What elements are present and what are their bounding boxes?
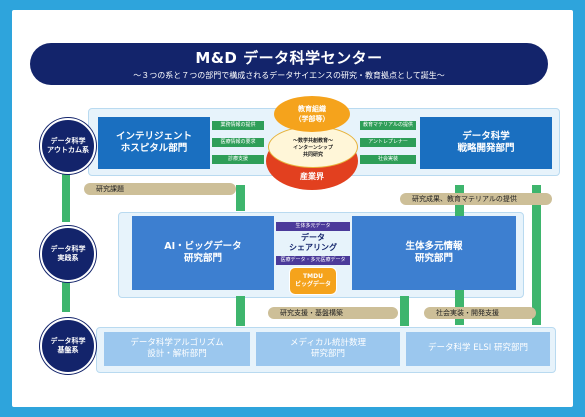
- tmdu-bigdata-cylinder: TMDU ビッグデータ: [289, 267, 337, 295]
- outcome-system-label: データ科学 アウトカム系: [47, 137, 89, 154]
- multiomics-label: 生体多元情報 研究部門: [405, 240, 463, 264]
- medical-stats-label: メディカル統計数理 研究部門: [290, 337, 366, 359]
- algorithm-label: データ科学アルゴリズム 設計・解析部門: [130, 337, 224, 359]
- elsi-label: データ科学 ELSI 研究部門: [428, 343, 528, 354]
- center-flow-line: [236, 185, 245, 211]
- data-sharing-text: データ シェアリング: [289, 232, 337, 252]
- practice-system-circle: データ科学 実践系: [40, 226, 96, 282]
- algorithm-dept: データ科学アルゴリズム 設計・解析部門: [104, 332, 250, 366]
- right-flow-line-2: [532, 185, 541, 325]
- left-arrow-1: 業務情報の提供: [212, 121, 264, 130]
- hub-center-ellipse: ～数学共創教育～ インターンシップ 共同研究: [268, 126, 358, 168]
- left-arrow-3: 診療支援: [212, 155, 264, 164]
- foundation-system-label: データ科学 基盤系: [50, 337, 86, 354]
- results-bar: 研究成果、教育マテリアルの提供: [400, 193, 552, 205]
- intelligent-hospital-label: インテリジェント ホスピタル部門: [115, 130, 192, 154]
- bottom-flow-line-1: [236, 296, 245, 326]
- hub-center-label: ～数学共創教育～ インターンシップ 共同研究: [292, 137, 333, 158]
- right-arrow-1: 教育マテリアルの提供: [360, 121, 416, 130]
- medical-stats-dept: メディカル統計数理 研究部門: [256, 332, 400, 366]
- practice-system-label: データ科学 実践系: [50, 245, 86, 262]
- bottom-flow-line-2: [400, 296, 409, 326]
- page-title: M&D データ科学センター: [195, 49, 383, 67]
- data-arrow-bottom: 医療データ・多元医療データ: [276, 256, 350, 265]
- research-support-bar: 研究支援・基盤構築: [268, 307, 398, 319]
- right-arrow-3: 社会実装: [360, 155, 416, 164]
- social-impl-bar: 社会実装・開発支援: [424, 307, 536, 319]
- right-arrow-2: アントレプレナー: [360, 138, 416, 147]
- multiomics-dept: 生体多元情報 研究部門: [352, 216, 516, 290]
- left-arrow-2: 医療情報の要求: [212, 138, 264, 147]
- tmdu-label: TMDU ビッグデータ: [294, 273, 331, 288]
- education-label: 教育組織 （学部等）: [294, 105, 330, 123]
- page-subtitle: ～３つの系と７つの部門で構成されるデータサイエンスの研究・教育拠点として誕生～: [133, 71, 445, 80]
- ai-bigdata-dept: AI・ビッグデータ 研究部門: [132, 216, 274, 290]
- strategy-dept: データ科学 戦略開発部門: [420, 117, 552, 169]
- data-arrow-top: 生体多元データ: [276, 222, 350, 231]
- industry-label: 産業界: [300, 172, 324, 181]
- left-flow-line-2: [62, 278, 70, 312]
- intelligent-hospital-dept: インテリジェント ホスピタル部門: [98, 117, 210, 169]
- research-theme-bar: 研究課題: [84, 183, 236, 195]
- title-banner: M&D データ科学センター ～３つの系と７つの部門で構成されるデータサイエンスの…: [30, 43, 548, 85]
- education-ellipse: 教育組織 （学部等）: [274, 96, 350, 132]
- elsi-dept: データ科学 ELSI 研究部門: [406, 332, 550, 366]
- foundation-system-circle: データ科学 基盤系: [40, 318, 96, 374]
- ai-bigdata-label: AI・ビッグデータ 研究部門: [164, 240, 242, 264]
- strategy-label: データ科学 戦略開発部門: [457, 130, 515, 154]
- left-flow-line: [62, 170, 70, 222]
- data-sharing-label: データ シェアリング: [276, 233, 350, 253]
- outcome-system-circle: データ科学 アウトカム系: [40, 118, 96, 174]
